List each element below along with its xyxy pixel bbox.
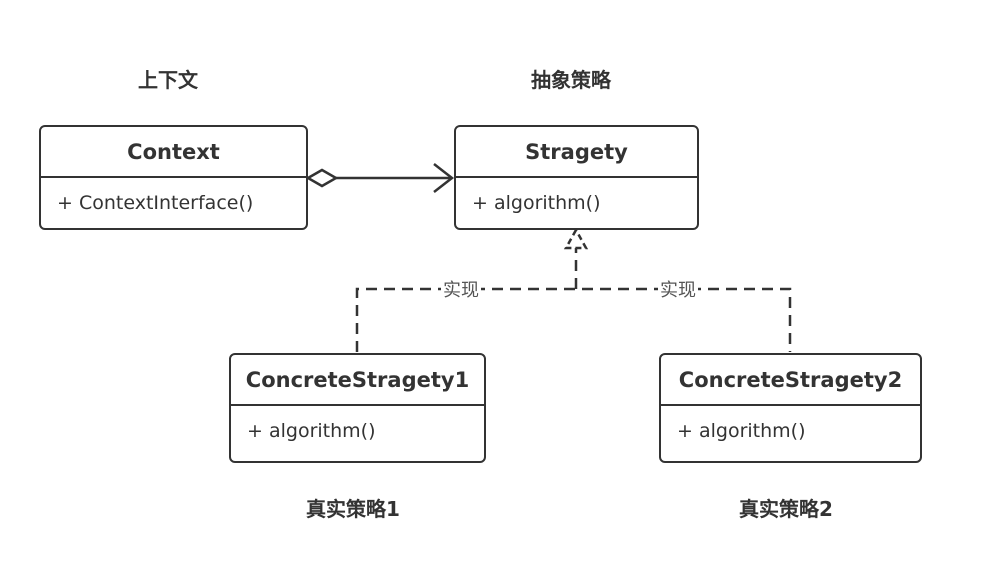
context-class-method: + ContextInterface(): [57, 192, 254, 214]
association-arrowhead: [433, 163, 455, 193]
aggregation-diamond: [305, 168, 339, 188]
realization-triangle: [563, 227, 589, 250]
caption-concrete-strategy-1: 真实策略1: [306, 497, 400, 521]
context-class-name: Context: [41, 127, 306, 178]
strategy-class-name: Stragety: [456, 127, 697, 178]
caption-concrete-strategy-2: 真实策略2: [739, 497, 833, 521]
concrete-strategy-2-class-method: + algorithm(): [677, 420, 806, 442]
caption-strategy: 抽象策略: [531, 68, 611, 92]
realization-label-1: 实现: [441, 280, 481, 302]
concrete-strategy-2-class: ConcreteStragety2 + algorithm(): [659, 353, 922, 463]
caption-context: 上下文: [138, 68, 198, 92]
realization-branch-line: [355, 287, 792, 352]
strategy-class-method: + algorithm(): [472, 192, 601, 214]
concrete-strategy-1-class-method: + algorithm(): [247, 420, 376, 442]
strategy-class: Stragety + algorithm(): [454, 125, 699, 230]
context-class: Context + ContextInterface(): [39, 125, 308, 230]
concrete-strategy-1-class-name: ConcreteStragety1: [231, 355, 484, 406]
concrete-strategy-2-class-name: ConcreteStragety2: [661, 355, 920, 406]
concrete-strategy-1-class: ConcreteStragety1 + algorithm(): [229, 353, 486, 463]
realization-label-2: 实现: [658, 280, 698, 302]
